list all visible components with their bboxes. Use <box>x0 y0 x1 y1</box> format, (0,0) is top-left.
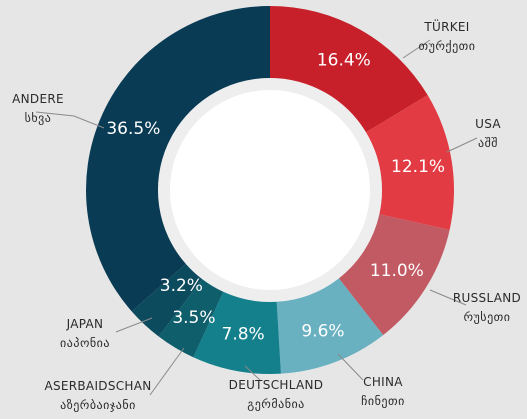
category-label-andere: ANDERE <box>12 92 64 106</box>
leader-line-china <box>337 353 364 381</box>
leader-line-türkei <box>402 39 431 59</box>
category-label-usa: USA <box>475 117 501 131</box>
category-label-türkei: TÜRKEI <box>423 18 469 34</box>
leader-line-aserbaidschan <box>149 347 185 396</box>
donut-hole <box>170 90 370 290</box>
category-label-ka-türkei: თურქეთი <box>419 39 476 53</box>
category-label-ka-deutschland: გერმანია <box>247 397 305 411</box>
leader-line-andere <box>35 111 105 129</box>
percent-label-türkei: 16.4% <box>317 50 371 70</box>
category-label-aserbaidschan: ASERBAIDSCHAN <box>44 379 151 393</box>
percent-label-usa: 12.1% <box>391 157 445 177</box>
slice-deutschland <box>193 291 281 375</box>
leader-line-japan <box>115 317 153 333</box>
percent-label-aserbaidschan: 3.5% <box>172 308 215 328</box>
leader-lines <box>35 39 478 396</box>
percent-label-china: 9.6% <box>301 321 344 341</box>
leader-line-deutschland <box>244 365 261 381</box>
inner-ring <box>158 78 382 302</box>
slice-aserbaidschan <box>158 279 224 358</box>
category-label-ka-aserbaidschan: აზერბაიჯანი <box>60 398 136 412</box>
category-label-deutschland: DEUTSCHLAND <box>229 378 324 392</box>
donut-slices <box>86 6 454 375</box>
slice-japan <box>131 263 203 337</box>
leader-line-russland <box>429 289 467 306</box>
percent-labels: 16.4% 12.1% 11.0% 9.6% 7.8% 3.5% 3.2% 36.5% <box>106 50 445 344</box>
slice-china <box>276 278 384 374</box>
percent-label-japan: 3.2% <box>160 276 203 296</box>
slice-türkei <box>270 6 428 133</box>
slice-andere <box>86 6 270 312</box>
category-label-russland: RUSSLAND <box>453 291 521 305</box>
leader-line-usa <box>446 137 478 153</box>
percent-label-russland: 11.0% <box>370 261 424 281</box>
category-label-ka-usa: აშშ <box>478 136 498 150</box>
percent-label-andere: 36.5% <box>106 119 160 139</box>
category-label-japan: JAPAN <box>66 317 104 331</box>
category-label-ka-russland: რუსეთი <box>463 310 510 324</box>
category-label-ka-andere: სხვა <box>25 111 52 125</box>
category-label-ka-japan: იაპონია <box>60 336 110 350</box>
slice-russland <box>338 214 450 336</box>
percent-label-deutschland: 7.8% <box>222 325 265 345</box>
category-label-china: CHINA <box>363 375 403 389</box>
category-label-ka-china: ჩინეთი <box>361 394 405 408</box>
slice-usa <box>365 95 454 230</box>
